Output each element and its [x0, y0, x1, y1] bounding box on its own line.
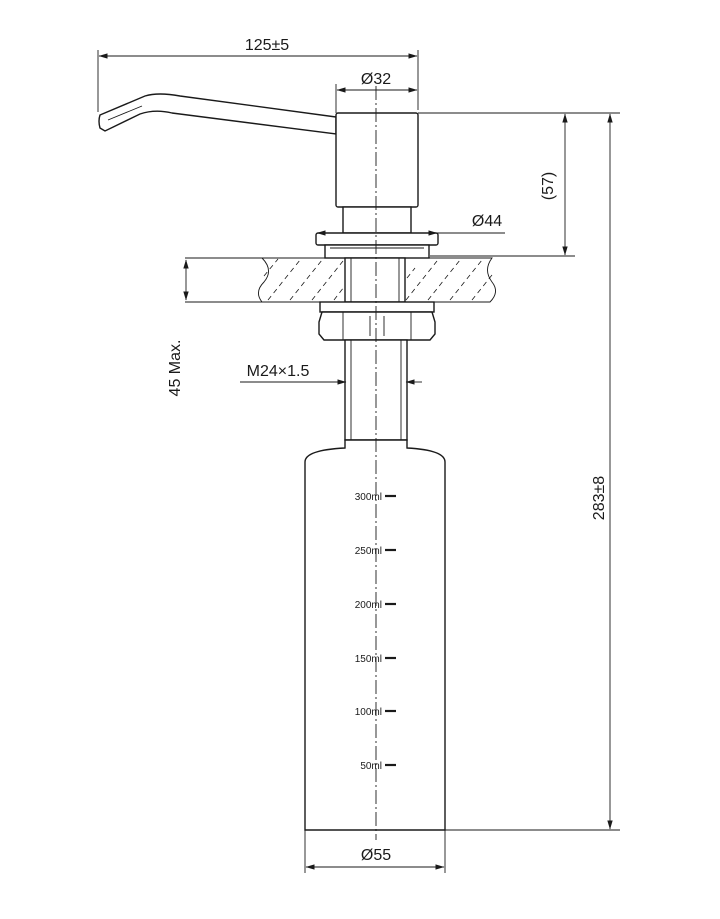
dimension-head-height: (57)	[418, 112, 575, 257]
graduation-label: 300ml	[355, 492, 382, 503]
dimension-thread: M24×1.5	[240, 363, 422, 385]
lock-nut	[318, 301, 436, 341]
graduation-label: 250ml	[355, 546, 382, 557]
spout	[98, 93, 337, 135]
dimension-countertop-thickness: 45 Max.	[167, 259, 189, 397]
hatching-left	[263, 258, 345, 301]
flange-diameter-label: Ø44	[472, 213, 502, 230]
thread-size-label: M24×1.5	[247, 363, 310, 380]
threaded-shank	[344, 257, 406, 303]
overall-reach-label: 125±5	[245, 37, 289, 54]
dimension-flange-diameter: Ø44	[316, 213, 505, 236]
dimension-pump-head-diameter: Ø32	[335, 71, 418, 113]
graduation-label: 50ml	[360, 761, 382, 772]
graduation-label: 150ml	[355, 654, 382, 665]
bottle-diameter-label: Ø55	[361, 847, 391, 864]
pump-head	[335, 112, 419, 234]
flange	[315, 232, 439, 259]
pump-head-diameter-label: Ø32	[361, 71, 391, 88]
countertop-thickness-label: 45 Max.	[167, 340, 184, 397]
total-length-label: 283±8	[591, 476, 608, 520]
dimension-bottle-diameter: Ø55	[304, 830, 446, 873]
countertop-section	[185, 257, 496, 303]
dimension-overall-reach: 125±5	[97, 37, 419, 112]
hatching-right	[405, 259, 493, 301]
graduation-label: 200ml	[355, 600, 382, 611]
dimension-total-length: 283±8	[445, 112, 620, 831]
head-height-label: (57)	[540, 172, 557, 200]
graduation-label: 100ml	[355, 707, 382, 718]
graduation-scale: 300ml 250ml 200ml 150ml 100ml 50ml	[355, 492, 396, 772]
